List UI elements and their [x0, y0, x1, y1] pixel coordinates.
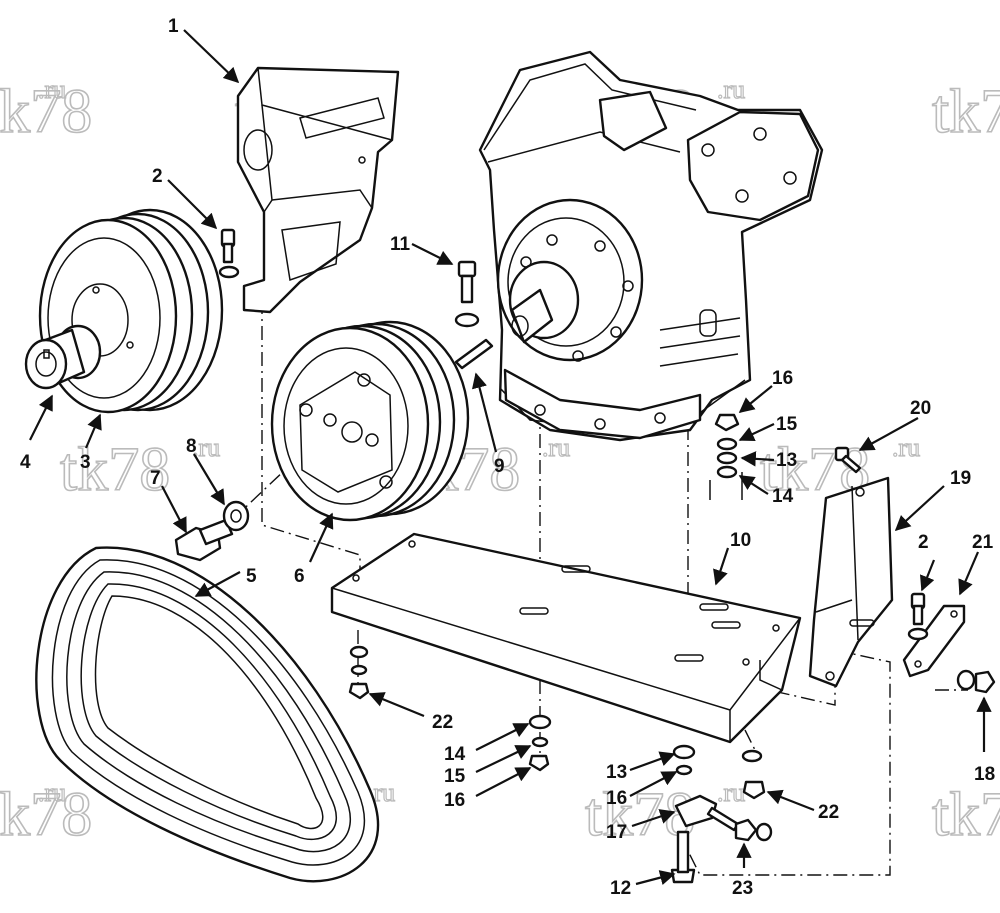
callout-8: 8 [186, 436, 197, 457]
svg-text:tk78: tk78 [60, 436, 170, 504]
belt-guard-bracket [236, 66, 400, 314]
callout-21: 21 [972, 532, 994, 553]
callout-19: 19 [950, 468, 971, 489]
compressor [478, 50, 824, 442]
watermark-bottom-left: tk78 .ru [0, 777, 93, 849]
thick-washer [222, 500, 250, 532]
tapered-hub-bushing [24, 324, 102, 390]
bracket-bolt [834, 446, 862, 474]
svg-text:.ru: .ru [38, 778, 66, 807]
callout-13-right: 13 [776, 450, 797, 471]
callout-2-upper: 2 [152, 166, 163, 187]
drive-belt [35, 546, 380, 883]
callout-6: 6 [294, 566, 305, 587]
base-plate [330, 532, 802, 744]
callout-11: 11 [390, 234, 411, 255]
svg-text:.ru: .ru [717, 778, 745, 807]
bolt-with-washer-right [907, 592, 929, 641]
callout-22-left: 22 [432, 712, 453, 733]
callout-5: 5 [246, 566, 257, 587]
adjusting-link [674, 794, 740, 832]
callout-22-right: 22 [818, 802, 839, 823]
washer-stack-compressor-foot [709, 413, 743, 500]
callout-20: 20 [910, 398, 931, 419]
callout-2-right: 2 [918, 532, 929, 553]
watermark-top-left: tk78 .ru [0, 74, 93, 146]
svg-text:.ru: .ru [717, 75, 745, 104]
callout-17: 17 [606, 822, 627, 843]
callout-13-lower: 13 [606, 762, 627, 783]
callout-1: 1 [168, 16, 179, 37]
callout-16-center: 16 [444, 790, 465, 811]
svg-text:.ru: .ru [892, 433, 920, 462]
svg-text:.ru: .ru [38, 75, 66, 104]
callout-7: 7 [150, 468, 161, 489]
shaft-key [454, 338, 494, 370]
callout-14-center: 14 [444, 744, 466, 765]
svg-text:tk78: tk78 [932, 781, 1000, 849]
svg-text:tk78: tk78 [0, 78, 92, 146]
watermark-mid-left: tk78 .ru [59, 432, 221, 504]
drive-pulley [38, 208, 224, 414]
callout-12: 12 [610, 878, 631, 899]
callout-9: 9 [494, 456, 505, 477]
callout-numbers: 1 2 2 3 4 5 6 7 8 9 10 11 12 13 13 14 14… [20, 16, 995, 899]
callout-4: 4 [20, 452, 31, 473]
callout-16-right: 16 [772, 368, 793, 389]
lock-nut [734, 818, 773, 842]
mounting-bracket-vertical [808, 476, 894, 688]
bolt-with-washer-compressor [454, 260, 480, 328]
watermark-bottom-right-b: tk78 [931, 780, 1000, 850]
clutch-pulley [270, 320, 470, 522]
bolt-with-washer-upper [218, 228, 240, 279]
callout-10: 10 [730, 530, 751, 551]
small-bracket [902, 604, 966, 678]
callout-15-center: 15 [444, 766, 466, 787]
nut-washer-right [956, 669, 996, 694]
cap-screw [174, 518, 234, 562]
svg-text:.ru: .ru [542, 433, 570, 462]
svg-text:tk78: tk78 [0, 781, 92, 849]
washer-stack-left [348, 645, 370, 700]
watermark-top-right-b: tk78 [931, 77, 1000, 147]
leader-arrows [29, 29, 992, 886]
washer-stack-lower-right [672, 744, 766, 800]
callout-15-right: 15 [776, 414, 798, 435]
callout-16-lower: 16 [606, 788, 627, 809]
svg-text:tk78: tk78 [932, 78, 1000, 146]
callout-3: 3 [80, 452, 91, 473]
washer-stack-center [528, 714, 552, 772]
callout-14-right: 14 [772, 486, 794, 507]
callout-18: 18 [974, 764, 995, 785]
callout-23: 23 [732, 878, 753, 899]
